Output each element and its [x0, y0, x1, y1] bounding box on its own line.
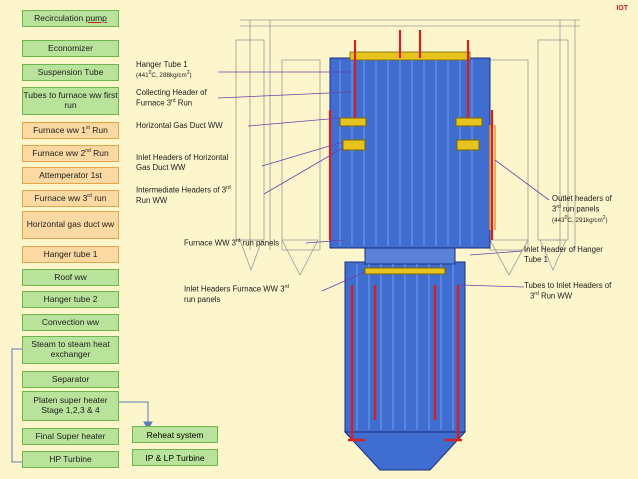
callout-hanger-tube-1: Hanger Tube 1 (4410C, 288kg/cm2)	[136, 60, 192, 80]
furnace-hopper	[343, 431, 467, 471]
flow-connector	[11, 348, 153, 463]
step-convection-ww: Convection ww	[22, 314, 119, 331]
outlet-tubes	[489, 125, 496, 230]
step-hanger-tube-2: Hanger tube 2	[22, 291, 119, 308]
left-intermediate-header	[342, 139, 366, 151]
step-roof-ww: Roof ww	[22, 269, 119, 286]
hanger-tubes	[328, 30, 494, 240]
callout-horizontal-gas-duct: Horizontal Gas Duct WW	[136, 121, 223, 130]
upper-tube-lines	[339, 60, 473, 246]
callout-intermediate-headers: Intermediate Headers of 3rd Run WW	[136, 185, 231, 205]
callout-inlet-headers-furnace-3rd: Inlet Headers Furnace WW 3rd run panels	[184, 284, 289, 304]
ip-lp-turbine-box: IP & LP Turbine	[132, 449, 218, 466]
callout-inlet-headers-hgd: Inlet Headers of Horizontal Gas Duct WW	[136, 153, 229, 173]
step-furnace-ww-3rd: Furnace ww 3rd run	[22, 190, 119, 207]
step-horizontal-gas-duct: Horizontal gas duct ww	[22, 211, 119, 239]
callout-leaders	[217, 71, 550, 292]
lower-inlet-header	[364, 267, 446, 275]
step-hp-turbine: HP Turbine	[22, 451, 119, 468]
step-platen-super-heater: Platen super heater Stage 1,2,3 & 4	[22, 391, 119, 421]
step-furnace-ww-1st: Furnace ww 1st Run	[22, 122, 119, 139]
step-recirculation-pump: Recirculation pump	[22, 10, 119, 27]
step-separator: Separator	[22, 371, 119, 388]
reheat-system-box: Reheat system	[132, 426, 218, 443]
step-suspension-tube: Suspension Tube	[22, 64, 119, 81]
lower-tube-lines	[356, 264, 454, 430]
right-intermediate-header	[456, 139, 480, 151]
callout-inlet-header-hanger: Inlet Header of Hanger Tube 1	[524, 245, 603, 265]
step-final-super-heater: Final Super heater	[22, 428, 119, 445]
callout-outlet-headers: Outlet headers of 3rd run panels (4430C,…	[552, 194, 612, 224]
step-furnace-ww-2nd: Furnace ww 2nd Run	[22, 145, 119, 162]
step-economizer: Economizer	[22, 40, 119, 57]
step-steam-to-steam: Steam to steam heat exchanger	[22, 336, 119, 364]
callout-furnace-ww-3rd-panels: Furnace WW 3rd run panels	[184, 238, 280, 248]
callout-collecting-header: Collecting Header of Furnace 3rd Run	[136, 88, 207, 108]
furnace-neck	[364, 247, 456, 265]
collecting-header	[349, 51, 471, 61]
callout-tubes-to-inlet: Tubes to Inlet Headers of 3rd Run WW	[524, 281, 612, 301]
furnace-upper-panels	[329, 57, 491, 249]
step-hanger-tube-1: Hanger tube 1	[22, 246, 119, 263]
left-inlet-header	[339, 117, 367, 127]
right-inlet-header	[455, 117, 483, 127]
step-tubes-to-furnace: Tubes to furnace ww first run	[22, 87, 119, 115]
inlet-tubes-lower	[348, 285, 462, 442]
step-attemperator: Attemperator 1st	[22, 167, 119, 184]
company-logo: IOT	[616, 5, 628, 12]
